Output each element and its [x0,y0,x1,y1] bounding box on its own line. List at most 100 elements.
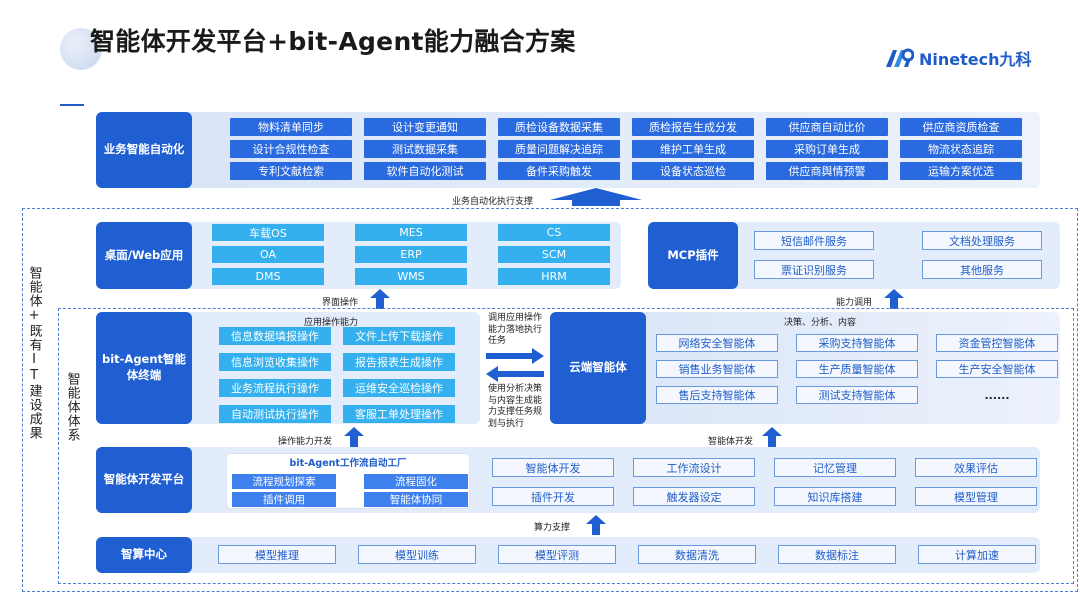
desktop-label: 桌面/Web应用 [96,222,192,289]
up-arrow-icon [344,427,364,447]
cloud-agent-item: 采购支持智能体 [796,334,918,352]
workflow-item: 智能体协同 [364,492,468,507]
terminal-op-item: 文件上传下载操作 [343,327,455,345]
desktop-app-item: 车载OS [212,224,324,241]
business-item: 供应商资质检查 [900,118,1022,136]
page-title: 智能体开发平台+bit-Agent能力融合方案 [90,27,576,56]
workflow-item: 流程规划探索 [232,474,336,489]
compute-item: 模型训练 [358,545,476,564]
terminal-op-item: 自动测试执行操作 [219,405,331,423]
terminal-op-item: 业务流程执行操作 [219,379,331,397]
up-arrow-icon [884,289,904,309]
compute-item: 模型评测 [498,545,616,564]
desktop-app-item: MES [355,224,467,241]
mcp-service-item: 短信邮件服务 [754,231,874,250]
platform-item: 效果评估 [915,458,1037,477]
brand-name: Ninetech九科 [919,50,1032,69]
business-item: 供应商舆情预警 [766,162,888,180]
terminal-op-item: 客服工单处理操作 [343,405,455,423]
platform-item: 插件开发 [492,487,614,506]
cloud-agent-item: 售后支持智能体 [656,386,778,404]
compute-item: 数据清洗 [638,545,756,564]
cloud-agent-item: 测试支持智能体 [796,386,918,404]
exchange-top-text: 调用应用操作能力落地执行任务 [488,313,543,347]
left-arrow-icon [486,366,544,382]
platform-item: 知识库搭建 [774,487,896,506]
cloud-label: 云端智能体 [550,312,646,424]
business-support-text: 业务自动化执行支撑 [452,197,534,207]
business-item: 运输方案优选 [900,162,1022,180]
platform-item: 智能体开发 [492,458,614,477]
cloud-agent-item: 生产安全智能体 [936,360,1058,378]
workflow-item: 插件调用 [232,492,336,507]
outer-dashed-frame [22,208,1078,592]
inner-label: 智能体体系 [64,372,80,442]
business-item: 设计变更通知 [364,118,486,136]
business-item: 物流状态追踪 [900,140,1022,158]
up-arrow-icon [370,289,390,309]
business-item: 备件采购触发 [498,162,620,180]
compute-label: 智算中心 [96,537,192,573]
terminal-op-item: 报告报表生成操作 [343,353,455,371]
compute-item: 模型推理 [218,545,336,564]
cloud-agent-item: 资金管控智能体 [936,334,1058,352]
desktop-app-item: HRM [498,268,610,285]
up-arrow-icon [586,515,606,535]
business-item: 维护工单生成 [632,140,754,158]
business-item: 供应商自动比价 [766,118,888,136]
title-decoration [60,28,102,70]
mcp-arrow-text: 能力调用 [836,298,873,308]
business-item: 质量问题解决追踪 [498,140,620,158]
cloud-agent-item: 销售业务智能体 [656,360,778,378]
terminal-op-item: 信息浏览收集操作 [219,353,331,371]
cloud-agent-item: ...... [984,388,1010,402]
business-item: 采购订单生成 [766,140,888,158]
desktop-app-item: WMS [355,268,467,285]
cloud-arrow-text: 智能体开发 [708,437,754,447]
ninetech-logo-icon [886,48,914,67]
business-item: 质检报告生成分发 [632,118,754,136]
business-item: 质检设备数据采集 [498,118,620,136]
business-label: 业务智能自动化 [96,112,192,188]
brand-logo: Ninetech九科 [884,46,1032,70]
right-arrow-icon [486,348,544,364]
business-item: 测试数据采集 [364,140,486,158]
cloud-agent-item: 网络安全智能体 [656,334,778,352]
workflow-factory-title: bit-Agent工作流自动工厂 [289,458,407,469]
mcp-service-item: 文档处理服务 [922,231,1042,250]
inner-dashed-frame [58,308,1074,584]
business-item: 设备状态巡检 [632,162,754,180]
exchange-bottom-text: 使用分析决策与内容生成能力支撑任务规划与执行 [488,384,543,430]
desktop-app-item: ERP [355,246,467,263]
desktop-app-item: SCM [498,246,610,263]
up-arrow-icon [550,188,642,206]
platform-item: 工作流设计 [633,458,755,477]
platform-label: 智能体开发平台 [96,447,192,513]
desktop-app-item: CS [498,224,610,241]
up-arrow-icon [762,427,782,447]
mcp-service-item: 其他服务 [922,260,1042,279]
cloud-agent-item: 生产质量智能体 [796,360,918,378]
business-item: 设计合规性检查 [230,140,352,158]
business-item: 物料清单同步 [230,118,352,136]
mcp-service-item: 票证识别服务 [754,260,874,279]
terminal-op-item: 运维安全巡检操作 [343,379,455,397]
title-underline [60,104,84,106]
workflow-item: 流程固化 [364,474,468,489]
desktop-app-item: OA [212,246,324,263]
outer-label: 智能体+既有IT建设成果 [26,266,42,440]
desktop-arrow-text: 界面操作 [322,298,359,308]
platform-item: 触发器设定 [633,487,755,506]
terminal-arrow-text: 操作能力开发 [278,437,333,447]
terminal-op-item: 信息数据填报操作 [219,327,331,345]
business-item: 专利文献检索 [230,162,352,180]
business-item: 软件自动化测试 [364,162,486,180]
terminal-top-text: 应用操作能力 [304,318,359,328]
platform-item: 模型管理 [915,487,1037,506]
desktop-app-item: DMS [212,268,324,285]
platform-item: 记忆管理 [774,458,896,477]
terminal-label: bit-Agent智能体终端 [96,312,192,424]
platform-arrow-text: 算力支撑 [534,523,571,533]
cloud-top-text: 决策、分析、内容 [784,318,857,328]
compute-item: 数据标注 [778,545,896,564]
